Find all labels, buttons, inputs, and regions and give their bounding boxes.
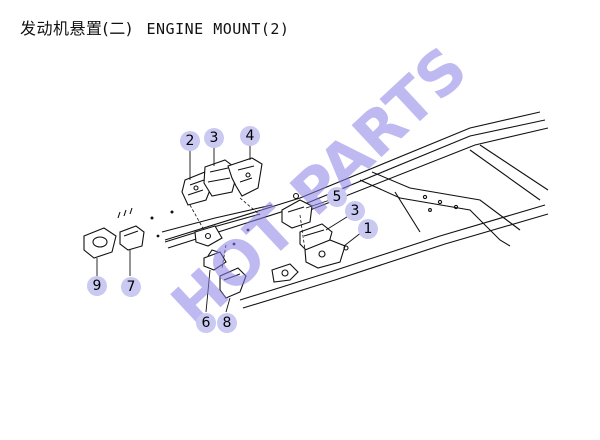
- callout-8: 8: [217, 313, 237, 333]
- mount-1: [304, 239, 349, 269]
- leader-lines: [96, 146, 363, 313]
- svg-text:1: 1: [364, 221, 373, 237]
- callout-7: 7: [121, 277, 141, 297]
- svg-text:3: 3: [210, 130, 219, 146]
- svg-text:4: 4: [246, 128, 255, 144]
- callout-3-lower: 3: [345, 201, 365, 221]
- callout-3-upper: 3: [204, 128, 224, 148]
- frame-mount-center: [194, 225, 223, 247]
- frame-rail-upper: [164, 111, 541, 241]
- svg-text:6: 6: [202, 315, 211, 331]
- frame-flange: [271, 263, 299, 283]
- part-8: [219, 267, 247, 299]
- svg-text:5: 5: [333, 189, 342, 205]
- callout-6: 6: [196, 313, 216, 333]
- bracket-4: [227, 157, 263, 197]
- pad-9: [83, 227, 117, 259]
- svg-text:9: 9: [93, 278, 102, 294]
- svg-text:8: 8: [223, 315, 232, 331]
- frame-rail-lower: [239, 204, 546, 301]
- block-7: [119, 225, 145, 251]
- svg-text:3: 3: [351, 203, 360, 219]
- callout-9: 9: [87, 276, 107, 296]
- callout-2: 2: [180, 131, 200, 151]
- bracket-5: [281, 192, 313, 229]
- title-chinese: 发动机悬置(二): [20, 19, 133, 38]
- title-english: ENGINE MOUNT(2): [146, 20, 290, 38]
- callout-5: 5: [327, 187, 347, 207]
- svg-text:2: 2: [186, 133, 195, 149]
- page-title: 发动机悬置(二) ENGINE MOUNT(2): [20, 15, 289, 39]
- svg-text:7: 7: [127, 279, 136, 295]
- callout-4: 4: [240, 126, 260, 146]
- part-6: [203, 249, 227, 271]
- cross-member: [359, 179, 511, 247]
- callout-1: 1: [358, 219, 378, 239]
